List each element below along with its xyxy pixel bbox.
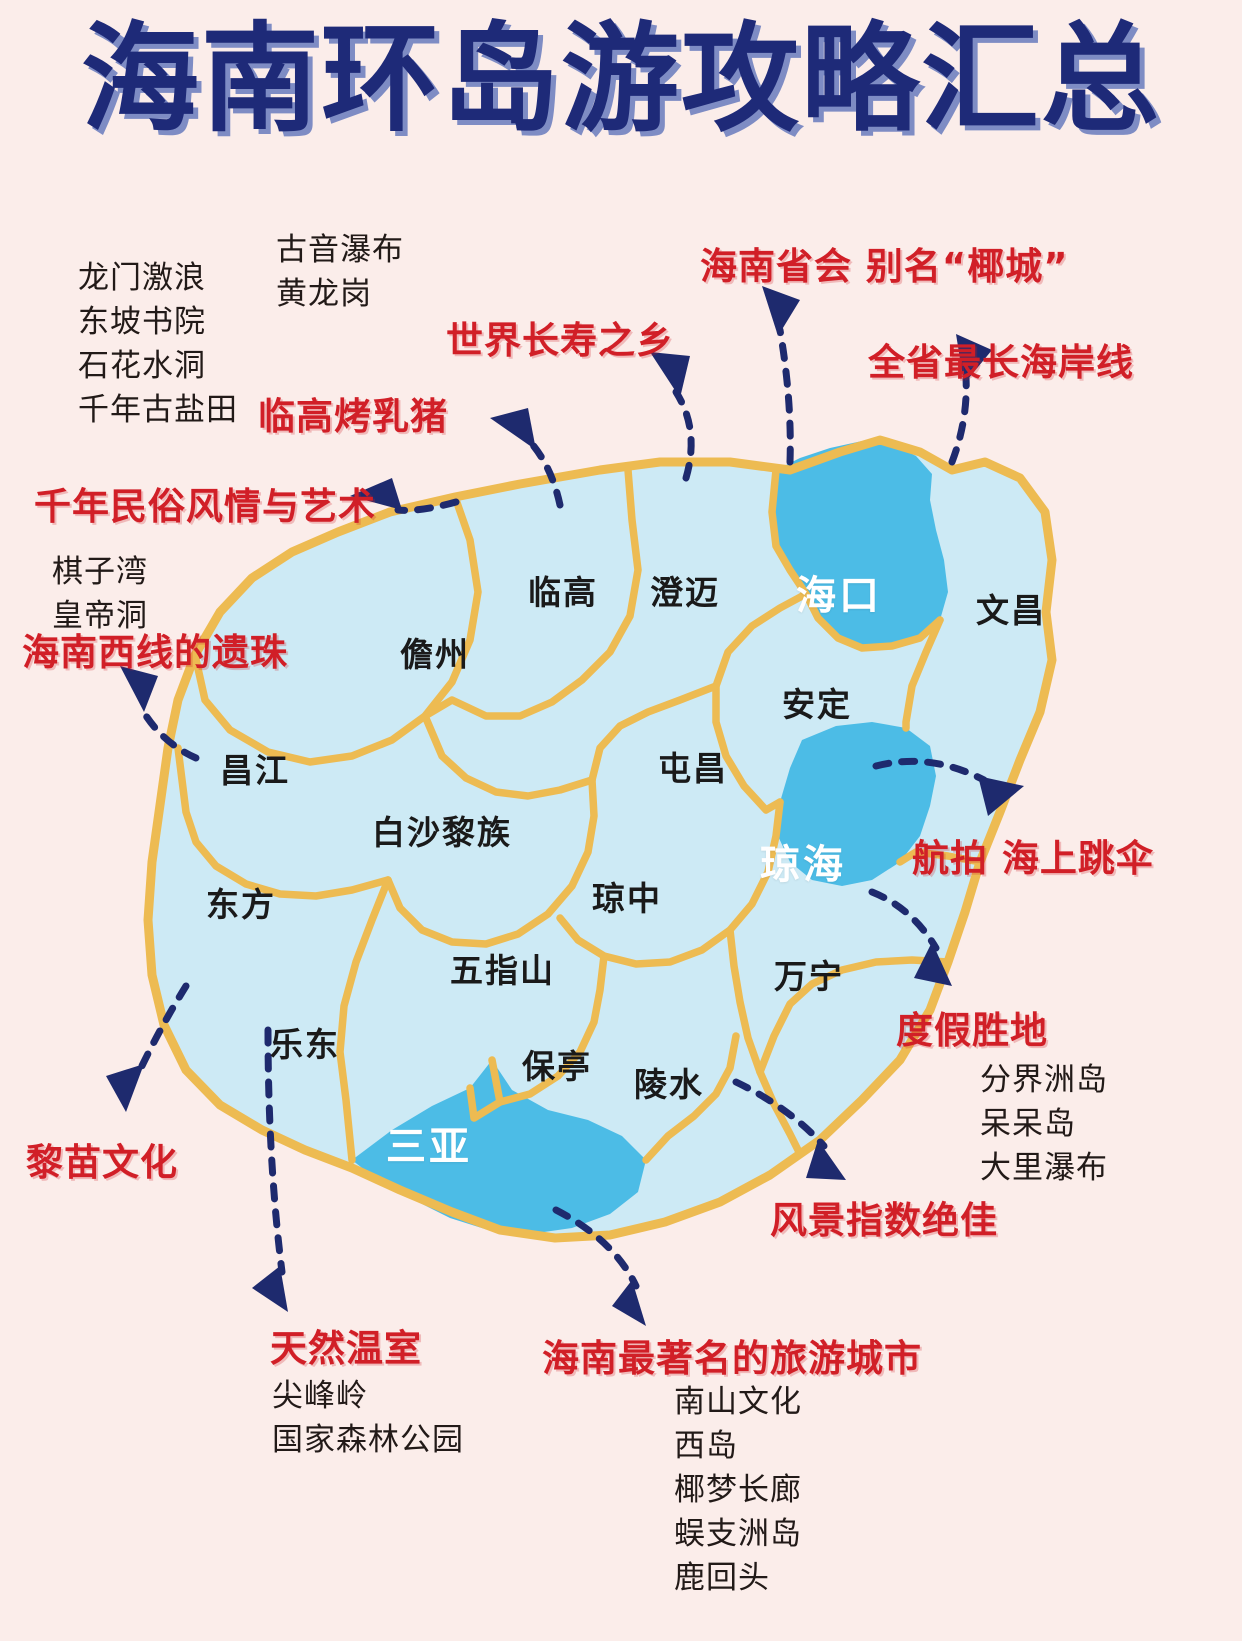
map-label-tunchang[interactable]: 屯昌 xyxy=(658,749,728,788)
callout-west-pearl: 海南西线的遗珠 xyxy=(22,631,288,674)
callout-sanya-attractions: 南山文化 西岛 椰梦长廊 蜈支洲岛 鹿回头 xyxy=(674,1384,802,1597)
map-label-ledong[interactable]: 乐东 xyxy=(270,1025,340,1064)
map-label-baoting[interactable]: 保亭 xyxy=(522,1047,592,1086)
callout-lingao-roast-pig: 临高烤乳猪 xyxy=(258,395,448,438)
map-label-changjiang[interactable]: 昌江 xyxy=(220,751,290,790)
callout-changjiang-attractions: 棋子湾 皇帝洞 xyxy=(52,554,148,635)
callout-scenery-index: 风景指数绝佳 xyxy=(770,1199,998,1242)
callout-haikou-capital: 海南省会 别名“椰城” xyxy=(700,245,1069,288)
callout-danzhou-attractions: 龙门激浪 东坡书院 石花水洞 千年古盐田 xyxy=(78,260,238,429)
callout-lingao-longevity: 世界长寿之乡 xyxy=(446,319,674,362)
callout-wanning-resort: 度假胜地 xyxy=(896,1009,1048,1052)
map-label-lingao[interactable]: 临高 xyxy=(528,573,598,612)
callout-natural-greenhouse: 天然温室 xyxy=(270,1327,422,1370)
map-label-sanya[interactable]: 三亚 xyxy=(386,1124,472,1170)
map-label-chengmai[interactable]: 澄迈 xyxy=(650,573,720,612)
map-label-baisha[interactable]: 白沙黎族 xyxy=(372,813,512,852)
map-label-lingshui[interactable]: 陵水 xyxy=(634,1065,704,1104)
callout-wenchang-coastline: 全省最长海岸线 xyxy=(868,341,1134,384)
map-label-wuzhishan[interactable]: 五指山 xyxy=(450,951,555,990)
callout-greenhouse-attractions: 尖峰岭 国家森林公园 xyxy=(272,1378,464,1459)
callout-chengmai-attractions: 古音瀑布 黄龙岗 xyxy=(276,232,404,313)
map-label-qionghai[interactable]: 琼海 xyxy=(760,842,846,888)
page-title: 海南环岛游攻略汇总 xyxy=(80,10,1161,148)
prefecture-borders xyxy=(174,466,984,1164)
map-label-haikou[interactable]: 海口 xyxy=(796,573,882,619)
map-label-anding[interactable]: 安定 xyxy=(782,685,852,724)
map-label-wanning[interactable]: 万宁 xyxy=(774,957,844,996)
callout-sanya-famous-city: 海南最著名的旅游城市 xyxy=(542,1337,922,1380)
callout-folk-art: 千年民俗风情与艺术 xyxy=(34,485,376,528)
map-label-danzhou[interactable]: 儋州 xyxy=(400,635,470,674)
pointer-arrows xyxy=(106,286,1024,1326)
map-label-dongfang[interactable]: 东方 xyxy=(206,885,276,924)
callout-qionghai-aerial: 航拍 海上跳伞 xyxy=(912,837,1154,880)
map-label-wenchang[interactable]: 文昌 xyxy=(976,591,1046,630)
map-label-qiongzhong[interactable]: 琼中 xyxy=(592,879,662,918)
island-regions xyxy=(148,440,1052,1238)
callout-limiao-culture: 黎苗文化 xyxy=(26,1141,178,1184)
callout-wanning-attractions: 分界洲岛 呆呆岛 大里瀑布 xyxy=(980,1062,1108,1187)
